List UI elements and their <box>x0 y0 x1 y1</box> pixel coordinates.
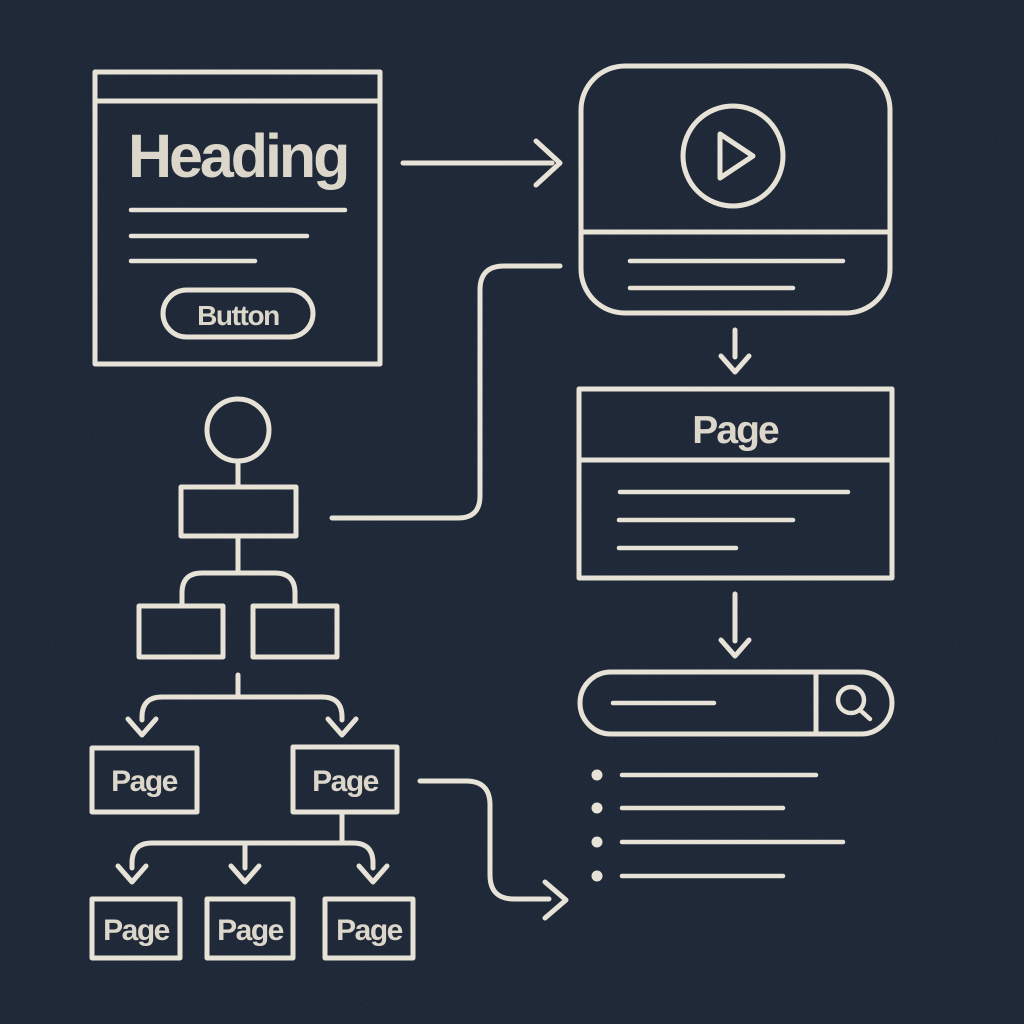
wireframe-flow-diagram: Heading Button Page <box>0 0 1024 1024</box>
diagram-svg: Heading Button Page <box>0 0 1024 1024</box>
grain-texture-overlay <box>0 0 1024 1024</box>
